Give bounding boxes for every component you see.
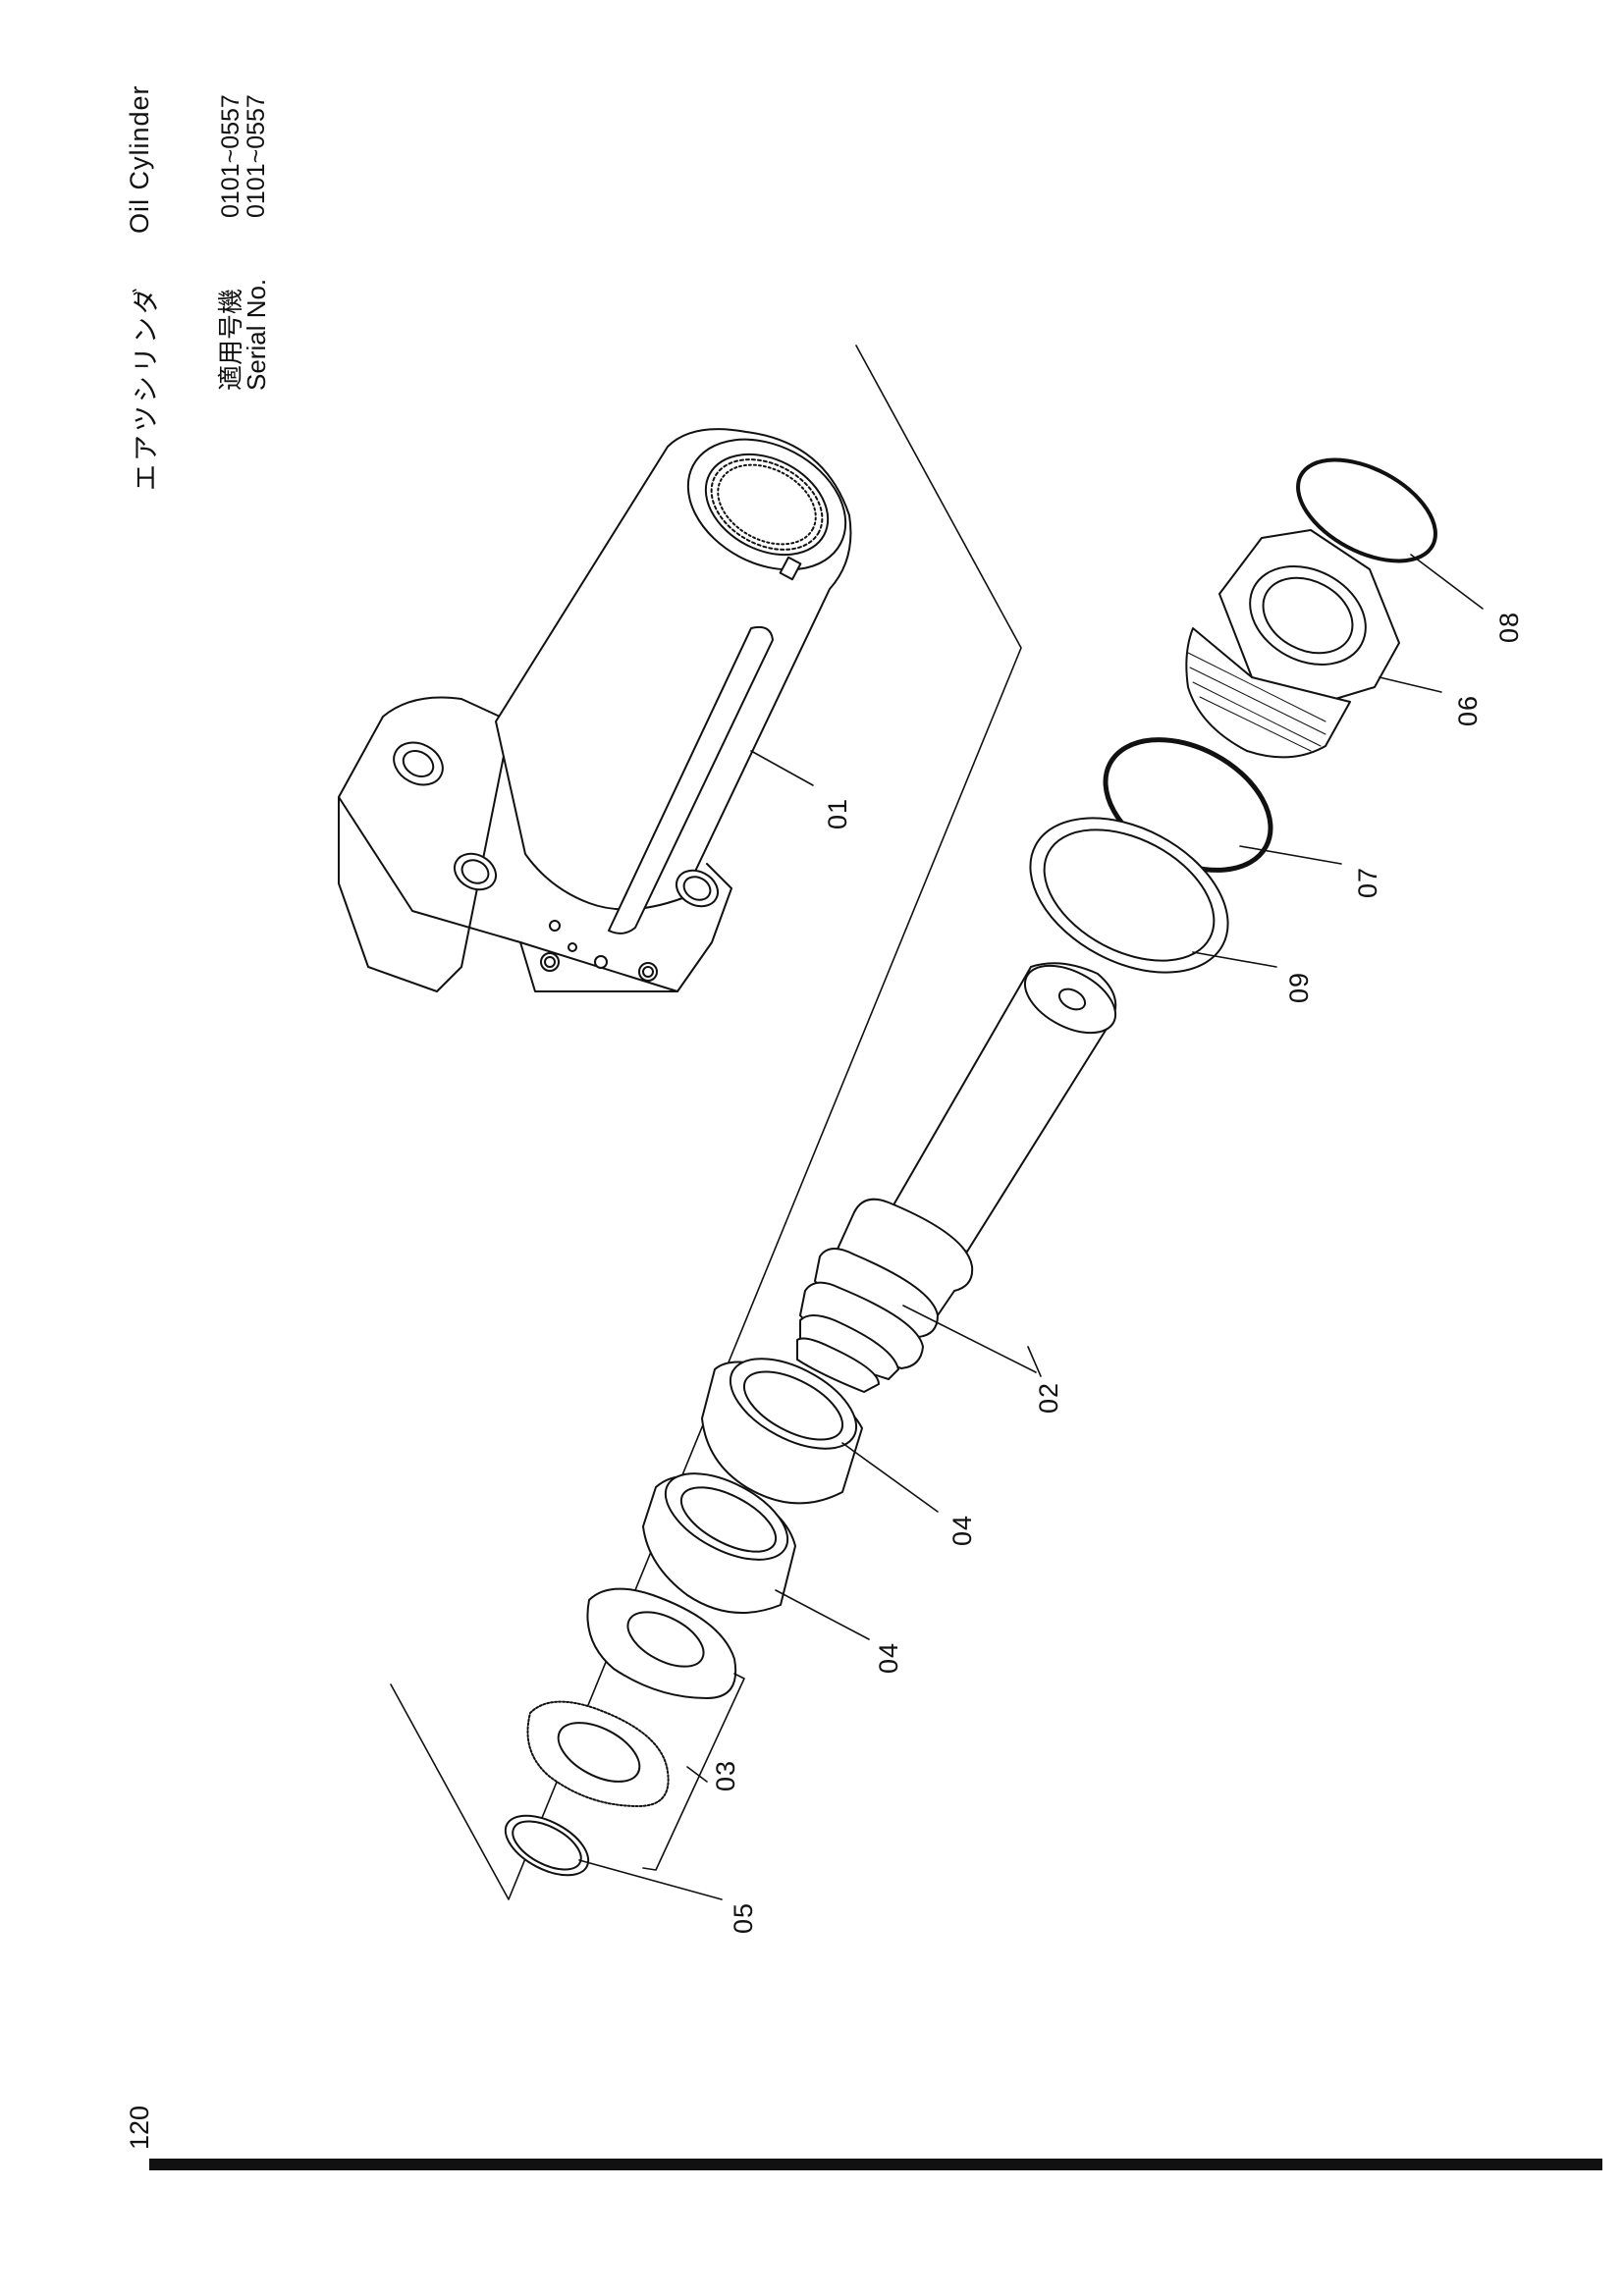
callout-07: 07 [1353,866,1382,898]
callout-06: 06 [1453,694,1483,726]
leader-07 [1239,845,1342,865]
part-01-cylinder-body [338,428,852,992]
leader-02 [1027,1346,1042,1377]
footer-rule [149,2159,1602,2170]
part-04a-bushing [701,1358,939,1513]
part-05-o-ring [504,1814,723,1900]
leader-05 [578,1859,723,1900]
leader-08 [1410,554,1484,610]
page-number: 120 [125,2105,154,2150]
callout-08: 08 [1494,611,1524,643]
leader-04b [775,1589,870,1640]
callout-03: 03 [711,1759,740,1791]
assembly-bracket-line [390,345,1022,1900]
callout-04-lower: 04 [874,1641,903,1674]
leader-01 [750,750,814,786]
part-04b-bushing [642,1472,870,1640]
bracket-03 [642,1673,745,1871]
callout-02: 02 [1034,1381,1063,1414]
callout-04-upper: 04 [947,1514,977,1546]
leader-04a [841,1442,939,1513]
part-08-o-ring [1296,457,1484,610]
part-09-washer [1029,817,1277,974]
part-06-plug [1185,529,1442,759]
leader-06 [1379,676,1442,693]
callout-09: 09 [1284,971,1314,1003]
leader-09 [1192,951,1277,968]
callout-05: 05 [729,1901,758,1934]
part-03-seal-set [526,1587,745,1871]
callout-01: 01 [823,797,852,829]
part-02-piston-rod [796,962,1117,1393]
